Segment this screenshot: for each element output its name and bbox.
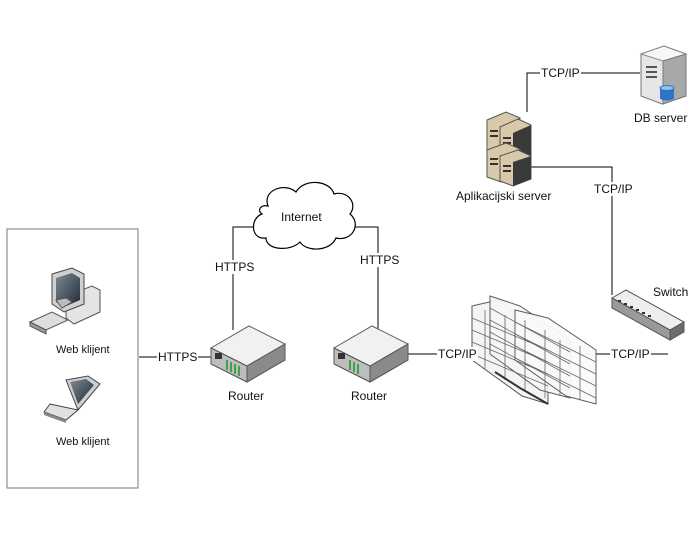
- connection-label-internet-to-router-right: HTTPS: [359, 253, 401, 267]
- connection-label-clients-to-router: HTTPS: [157, 350, 199, 364]
- connection-label-app-to-db: TCP/IP: [540, 66, 581, 80]
- firewall-icon[interactable]: [471, 295, 597, 405]
- connection-label-firewall-to-switch: TCP/IP: [610, 347, 651, 361]
- line-app-to-switch: [530, 166, 613, 295]
- router-right-label: Router: [351, 389, 388, 403]
- line-app-to-db: [526, 72, 640, 112]
- connection-lines: [139, 72, 668, 358]
- db-server-icon[interactable]: [639, 45, 688, 105]
- desktop-computer-icon[interactable]: [28, 267, 101, 335]
- router-left-label: Router: [228, 389, 265, 403]
- connection-label-router-left-to-internet: HTTPS: [214, 260, 256, 274]
- app-server-label: Aplikacijski server: [456, 189, 552, 203]
- switch-label: Switch: [653, 285, 689, 299]
- laptop-icon[interactable]: [43, 375, 101, 423]
- line-router-left-to-internet: [232, 226, 262, 330]
- connection-label-router-to-firewall: TCP/IP: [437, 347, 478, 361]
- web-clients-group-box: [6, 228, 139, 489]
- line-internet-to-router-right: [346, 226, 379, 331]
- server-stack-icon[interactable]: [486, 111, 532, 187]
- router-right-icon[interactable]: [332, 325, 410, 383]
- cloud-icon[interactable]: [252, 181, 356, 250]
- router-left-icon[interactable]: [209, 325, 287, 383]
- db-server-label: DB server: [634, 111, 688, 125]
- connection-label-app-to-switch: TCP/IP: [593, 182, 634, 196]
- network-switch-icon[interactable]: [610, 289, 686, 341]
- web-client-desktop-label: Web klijent: [56, 344, 110, 356]
- internet-label: Internet: [281, 210, 322, 224]
- web-client-laptop-label: Web klijent: [56, 436, 110, 448]
